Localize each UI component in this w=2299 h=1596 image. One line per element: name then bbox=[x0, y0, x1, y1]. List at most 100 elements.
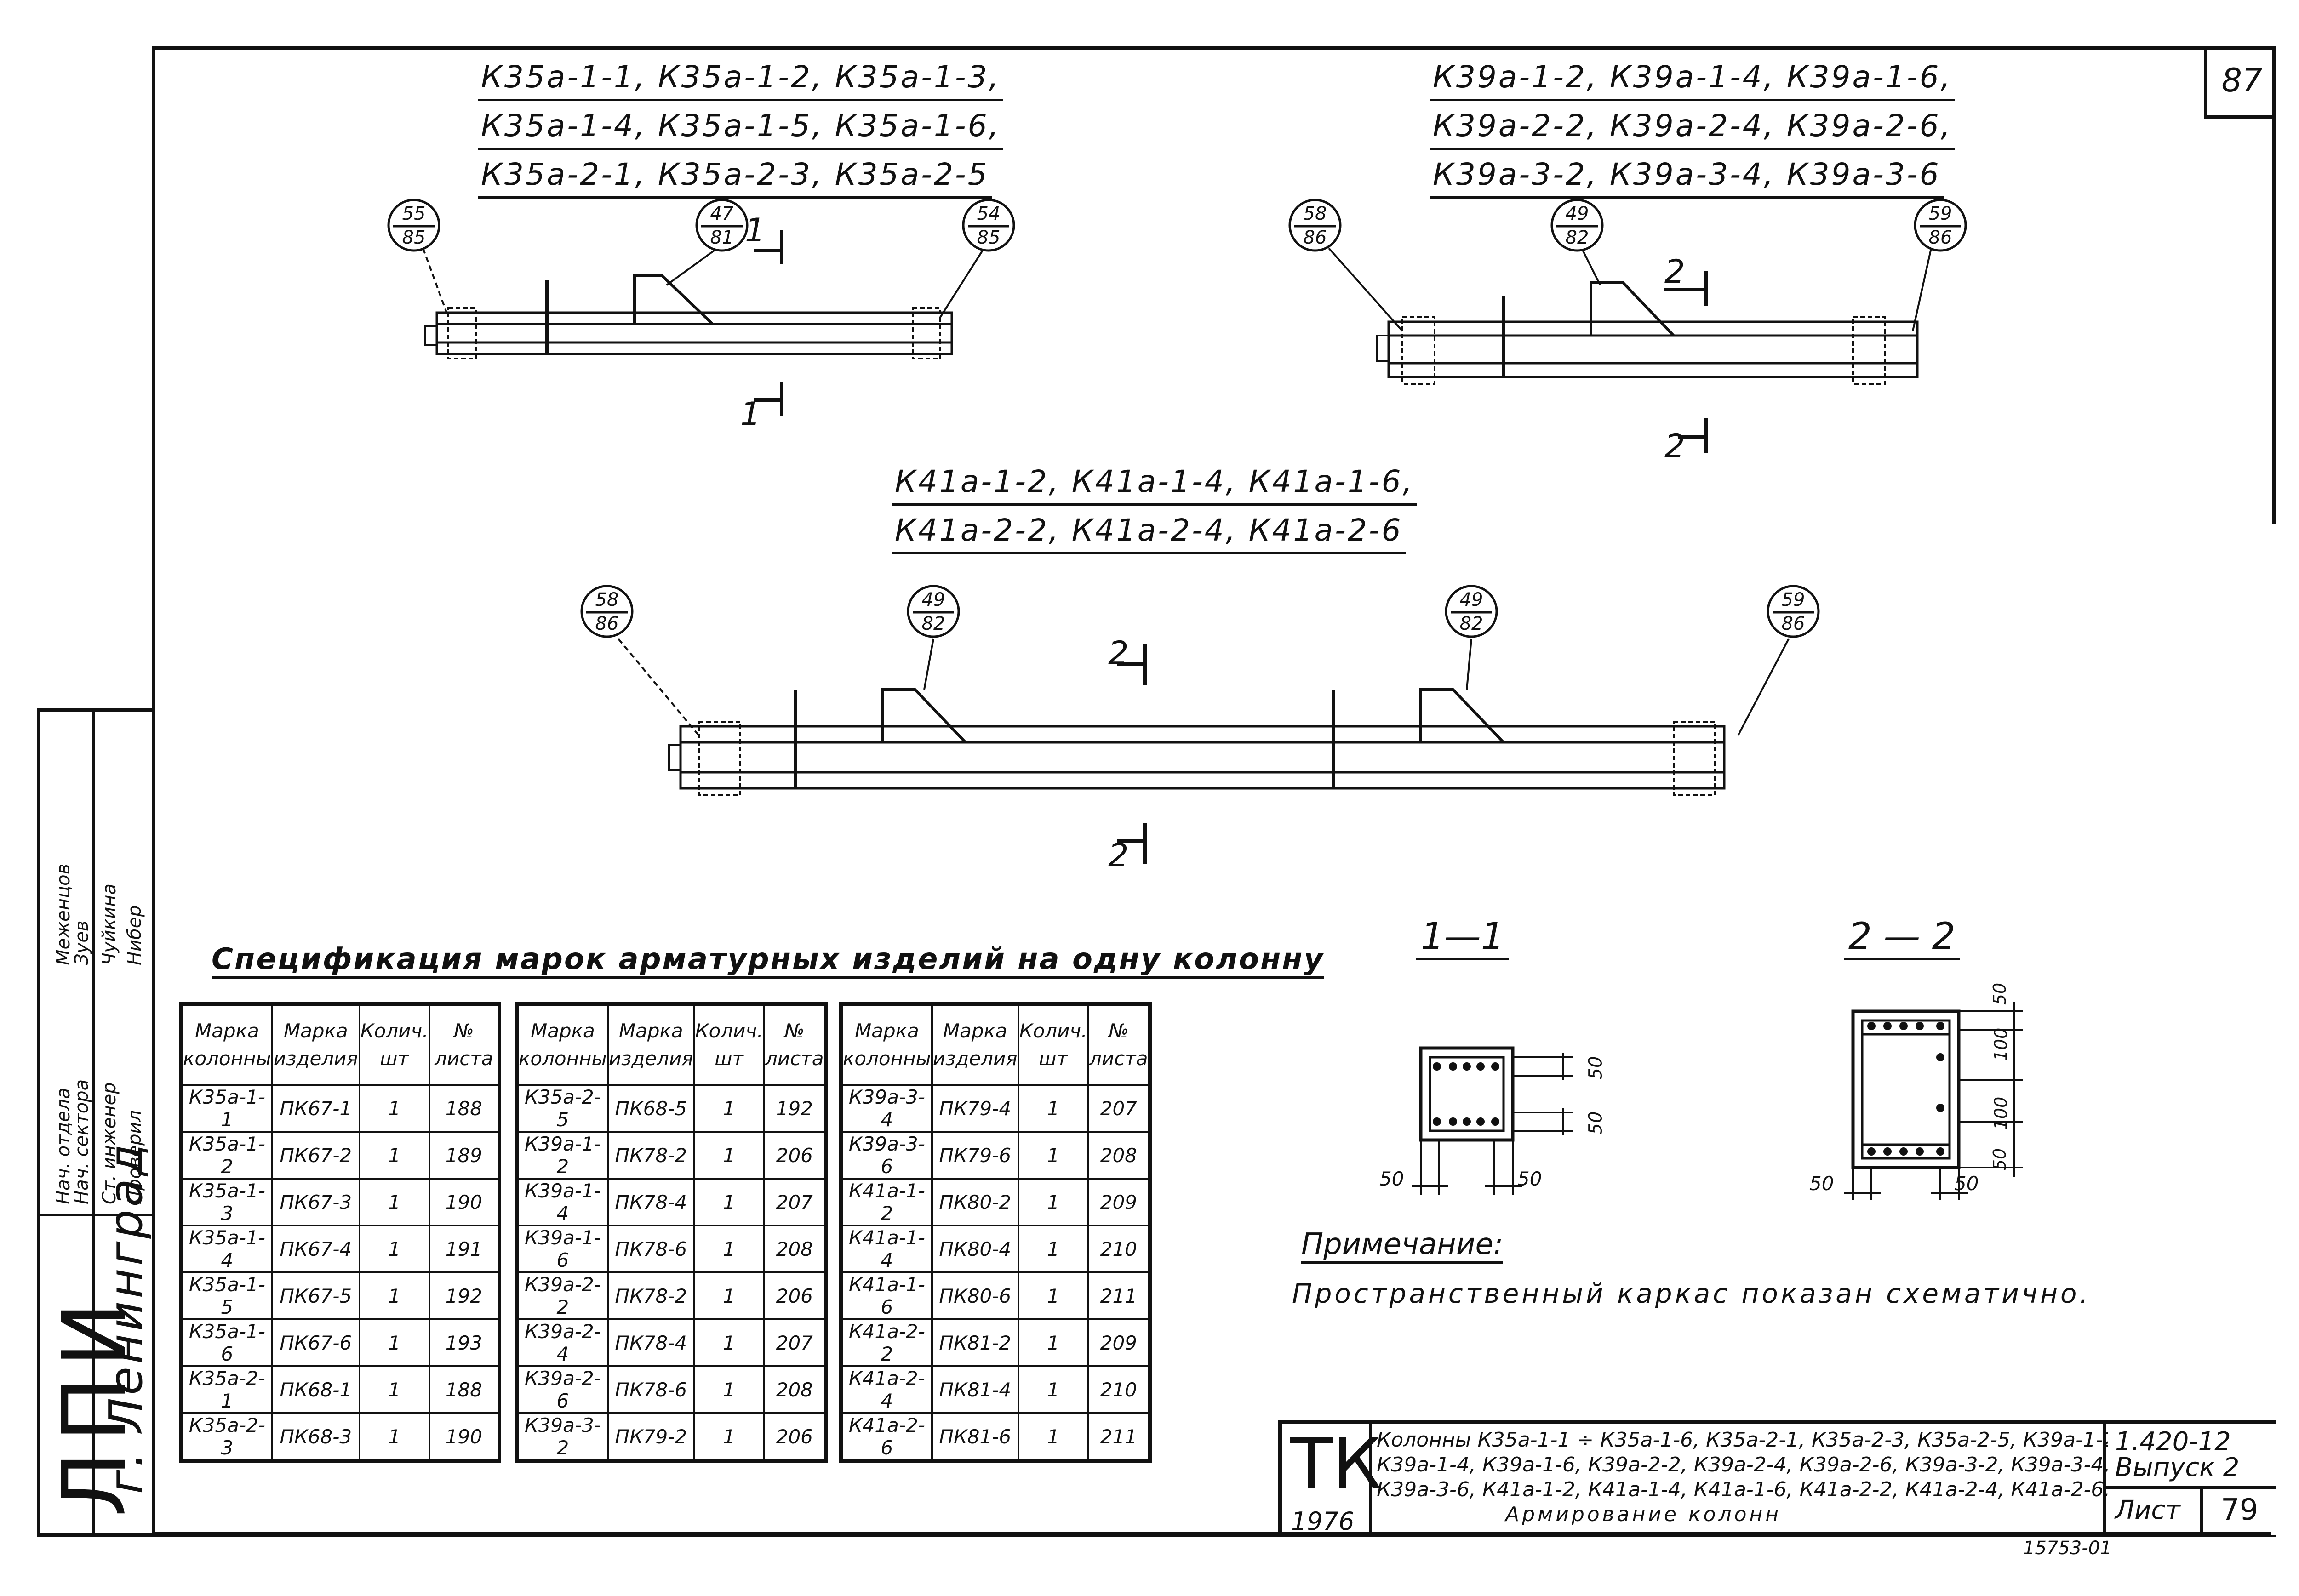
spec-header: Марка колонны bbox=[840, 1003, 933, 1086]
spec-title: Спецификация марок арматурных изделий на… bbox=[212, 942, 1325, 979]
tk-year: 1976 bbox=[1291, 1507, 1355, 1536]
section-1-dim-mid: 50 bbox=[1517, 1168, 1542, 1190]
spec-header: № листа bbox=[1087, 1003, 1151, 1086]
cut-label-2b: 2 bbox=[1664, 428, 1685, 465]
sheet-top-number: 87 bbox=[2204, 46, 2276, 119]
spec-header: № листа bbox=[763, 1003, 827, 1086]
svg-text:86: 86 bbox=[1929, 227, 1952, 248]
section-1-drawing bbox=[1412, 1046, 1573, 1195]
header-middle-line-1: К41а-1-2, К41а-1-4, К41а-1-6, bbox=[892, 460, 1417, 506]
svg-text:59: 59 bbox=[1782, 589, 1805, 610]
svg-text:82: 82 bbox=[1460, 613, 1483, 634]
section-2-dim-50-bottom: 50 bbox=[1990, 1148, 2010, 1171]
header-middle-line-2: К41а-2-2, К41а-2-4, К41а-2-6 bbox=[892, 508, 1406, 554]
title-block-right: 1.420-12 Выпуск 2 Лист 79 bbox=[2103, 1424, 2276, 1535]
left-stamp-divider bbox=[92, 708, 95, 1535]
cut-label-1a: 1 bbox=[745, 211, 766, 249]
section-1-dim-left: 50 bbox=[1379, 1168, 1404, 1190]
title-subtitle: Армирование колонн bbox=[1505, 1503, 1782, 1526]
section-2-label: 2 — 2 bbox=[1844, 915, 1960, 960]
spec-table-2: Марка колонны Марка изделия Колич. шт № … bbox=[515, 1002, 828, 1463]
note-title: Примечание: bbox=[1301, 1227, 1504, 1264]
section-1-dim-right-top: 50 bbox=[1585, 1056, 1607, 1080]
section-2-drawing bbox=[1844, 1002, 2023, 1200]
header-right-line-1: К39а-1-2, К39а-1-4, К39а-1-6, bbox=[1430, 55, 1955, 101]
sheet-number: 79 bbox=[2221, 1493, 2259, 1527]
header-middle: К41а-1-2, К41а-1-4, К41а-1-6, К41а-2-2, … bbox=[892, 460, 1417, 557]
svg-text:49: 49 bbox=[922, 589, 945, 610]
title-block-main: Колонны К35а-1-1 ÷ К35а-1-6, К35а-2-1, К… bbox=[1372, 1424, 2108, 1535]
cut-marks bbox=[754, 230, 1708, 864]
bottom-rule bbox=[37, 1533, 2276, 1537]
tk-mark: ТК bbox=[1290, 1424, 1382, 1504]
section-1-dim-right-bottom: 50 bbox=[1585, 1111, 1607, 1135]
header-left: К35а-1-1, К35а-1-2, К35а-1-3, К35а-1-4, … bbox=[478, 55, 1003, 201]
svg-text:81: 81 bbox=[710, 227, 734, 248]
svg-text:86: 86 bbox=[595, 613, 619, 634]
svg-text:58: 58 bbox=[595, 589, 619, 610]
spec-header: № листа bbox=[428, 1003, 501, 1086]
title-block: ТК 1976 Колонны К35а-1-1 ÷ К35а-1-6, К35… bbox=[1278, 1420, 2276, 1536]
cut-label-2d: 2 bbox=[1108, 837, 1129, 874]
header-right-line-2: К39а-2-2, К39а-2-4, К39а-2-6, bbox=[1430, 104, 1955, 150]
spec-header: Марка изделия bbox=[271, 1003, 360, 1086]
spec-table-3: Марка колонны Марка изделия Колич. шт № … bbox=[839, 1002, 1152, 1463]
cut-label-2a: 2 bbox=[1664, 253, 1685, 291]
leader-lines bbox=[422, 247, 1932, 736]
spec-header: Колич. шт bbox=[1017, 1003, 1089, 1086]
section-2-dim-100-a: 100 bbox=[1990, 1027, 2011, 1061]
issue: Выпуск 2 bbox=[2115, 1453, 2240, 1482]
title-line-1: Колонны К35а-1-1 ÷ К35а-1-6, К35а-2-1, К… bbox=[1377, 1428, 2108, 1452]
sheet-label: Лист bbox=[2115, 1495, 2180, 1525]
section-2-dim-left: 50 bbox=[1809, 1172, 1834, 1195]
svg-text:82: 82 bbox=[1566, 227, 1589, 248]
right-margin-rule bbox=[2271, 524, 2276, 1535]
header-left-line-2: К35а-1-4, К35а-1-5, К35а-1-6, bbox=[478, 104, 1003, 150]
section-2-dim-50-top: 50 bbox=[1990, 982, 2010, 1005]
svg-text:49: 49 bbox=[1460, 589, 1483, 610]
sheet-col-divider bbox=[2200, 1486, 2203, 1535]
title-block-tk: ТК 1976 bbox=[1282, 1424, 1381, 1536]
header-left-line-3: К35а-2-1, К35а-2-3, К35а-2-5 bbox=[478, 153, 992, 199]
spec-header: Марка колонны bbox=[180, 1003, 273, 1086]
svg-text:86: 86 bbox=[1304, 227, 1327, 248]
spec-header: Колич. шт bbox=[693, 1003, 765, 1086]
spec-header: Марка колонны bbox=[516, 1003, 609, 1086]
svg-text:54: 54 bbox=[977, 203, 1001, 224]
section-2-dim-100-b: 100 bbox=[1990, 1096, 2011, 1130]
sheet-row-divider bbox=[2106, 1486, 2276, 1489]
section-2-dim-right: 50 bbox=[1954, 1172, 1979, 1195]
note-text: Пространственный каркас показан схематич… bbox=[1292, 1278, 2091, 1309]
header-right-line-3: К39а-3-2, К39а-3-4, К39а-3-6 bbox=[1430, 153, 1944, 199]
section-1-label: 1—1 bbox=[1416, 915, 1509, 960]
spec-header: Марка изделия bbox=[931, 1003, 1019, 1086]
header-right: К39а-1-2, К39а-1-4, К39а-1-6, К39а-2-2, … bbox=[1430, 55, 1955, 201]
svg-text:59: 59 bbox=[1929, 203, 1952, 224]
